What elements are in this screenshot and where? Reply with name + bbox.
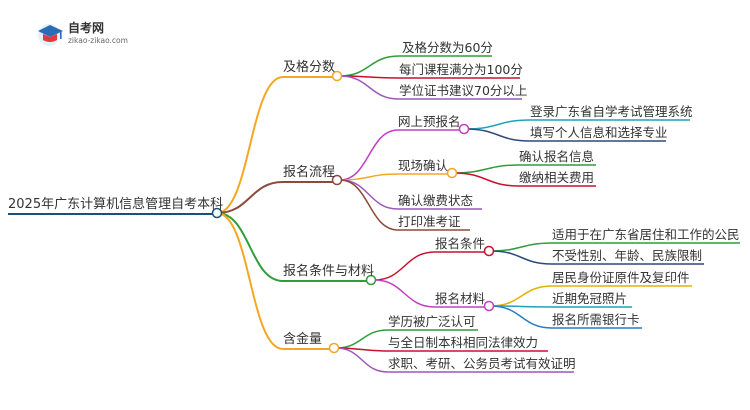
edge-b3c2-c bbox=[490, 305, 553, 329]
node-pay-fees: 缴纳相关费用 bbox=[519, 170, 595, 185]
node-id-card: 居民身份证原件及复印件 bbox=[552, 270, 690, 285]
node-login-system: 登录广东省自学考试管理系统 bbox=[530, 104, 693, 119]
edge-root-b1 bbox=[216, 76, 284, 214]
edge-b3c1-b bbox=[490, 250, 553, 265]
logo-title: 自考网 bbox=[68, 21, 105, 35]
edge-b2-c4 bbox=[339, 179, 399, 231]
edge-b4-c3 bbox=[335, 347, 389, 373]
root-topic: 2025年广东计算机信息管理自考本科 bbox=[8, 197, 224, 212]
edge-b2c2-b bbox=[453, 172, 520, 187]
branch-passing-score: 及格分数 bbox=[283, 60, 336, 75]
node-degree-70: 学位证书建议70分以上 bbox=[399, 83, 528, 98]
node-full-score-100: 每门课程满分为100分 bbox=[399, 62, 523, 77]
edge-root-b2 bbox=[216, 181, 284, 214]
edge-b4-c1 bbox=[335, 329, 389, 349]
node-confirm-payment: 确认缴费状态 bbox=[398, 193, 474, 208]
node-print-admission: 打印准考证 bbox=[398, 214, 461, 229]
node-valid-proof: 求职、考研、公务员考试有效证明 bbox=[388, 356, 576, 371]
node-dot-b3c1 bbox=[483, 245, 495, 257]
node-onsite-confirm: 现场确认 bbox=[398, 158, 449, 173]
graduation-cap-icon bbox=[38, 24, 63, 46]
edge-b3c2-a bbox=[490, 285, 553, 307]
node-dot-b2c1 bbox=[458, 123, 470, 135]
node-dot-b3 bbox=[365, 274, 377, 286]
branch-value: 含金量 bbox=[283, 332, 323, 347]
node-bank-card: 报名所需银行卡 bbox=[552, 312, 640, 327]
edge-b2c2-a bbox=[453, 164, 520, 174]
node-dot-b4 bbox=[328, 342, 340, 354]
branch-registration-process: 报名流程 bbox=[283, 165, 336, 180]
node-dot-b1 bbox=[331, 70, 343, 82]
edge-b2c1-a bbox=[465, 119, 531, 130]
node-dot-b3c2 bbox=[483, 300, 495, 312]
node-fill-info: 填写个人信息和选择专业 bbox=[530, 125, 668, 140]
edge-b1-c1 bbox=[339, 55, 400, 77]
node-conditions: 报名条件 bbox=[435, 236, 486, 251]
logo-url: zikao-zikao.com bbox=[68, 36, 128, 45]
edge-b1-c3 bbox=[339, 75, 400, 100]
edge-root-b4 bbox=[216, 212, 284, 350]
site-logo[interactable]: 自考网 zikao-zikao.com bbox=[36, 19, 146, 49]
node-guangdong-residents: 适用于在广东省居住和工作的公民 bbox=[552, 227, 740, 242]
node-dot-b2c2 bbox=[446, 167, 458, 179]
node-confirm-info: 确认报名信息 bbox=[519, 149, 595, 164]
node-no-restrictions: 不受性别、年龄、民族限制 bbox=[552, 248, 703, 263]
branch-conditions-materials: 报名条件与材料 bbox=[283, 264, 375, 279]
node-online-preregister: 网上预报名 bbox=[398, 114, 461, 129]
edge-b3-c1 bbox=[373, 251, 436, 281]
edge-b2-c1 bbox=[339, 129, 399, 181]
node-passing-60: 及格分数为60分 bbox=[402, 40, 493, 55]
node-widely-recognized: 学历被广泛认可 bbox=[388, 314, 476, 329]
node-same-legal-effect: 与全日制本科相同法律效力 bbox=[388, 335, 539, 350]
node-dot-b2 bbox=[331, 174, 343, 186]
edge-b2c1-b bbox=[465, 128, 531, 142]
node-photo: 近期免冠照片 bbox=[552, 291, 628, 306]
node-materials: 报名材料 bbox=[435, 291, 486, 306]
edge-b3c1-a bbox=[490, 242, 553, 252]
edge-root-b3 bbox=[216, 212, 284, 282]
edge-b2-c2 bbox=[339, 173, 399, 181]
node-dot-root bbox=[211, 207, 223, 219]
edge-b3-c2 bbox=[373, 279, 436, 308]
